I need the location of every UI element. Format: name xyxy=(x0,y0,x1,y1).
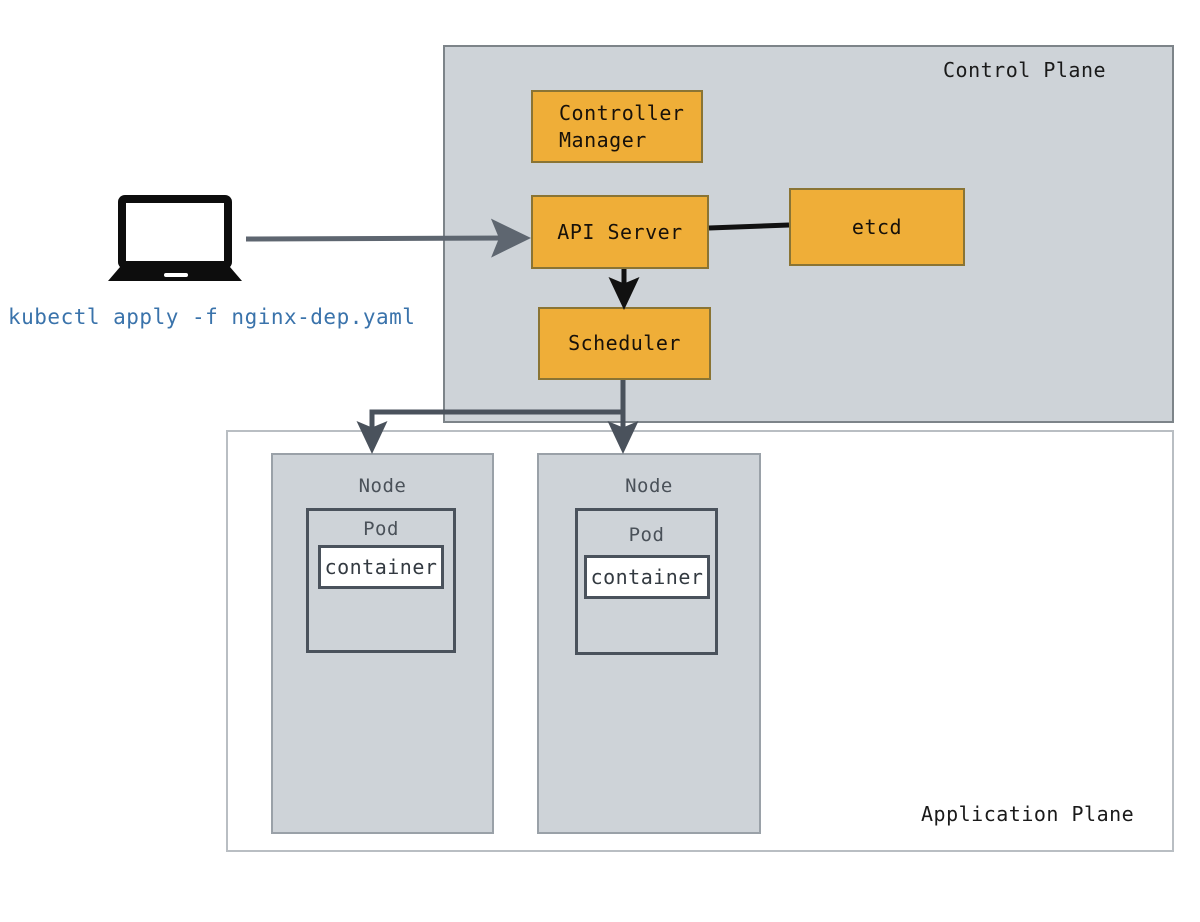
node-label-2: Node xyxy=(625,475,673,497)
pod-label-1: Pod xyxy=(363,518,399,540)
container-box-1[interactable]: container xyxy=(318,545,444,589)
container-box-2[interactable]: container xyxy=(584,555,710,599)
control-plane-label: Control Plane xyxy=(943,58,1107,82)
pod-label-2: Pod xyxy=(628,524,665,546)
kubectl-command-text: kubectl apply -f nginx-dep.yaml xyxy=(8,305,416,329)
controller-manager-box[interactable]: Controller Manager xyxy=(531,90,703,163)
api-server-box[interactable]: API Server xyxy=(531,195,709,269)
scheduler-box[interactable]: Scheduler xyxy=(538,307,711,380)
etcd-box[interactable]: etcd xyxy=(789,188,965,266)
laptop-icon xyxy=(108,195,242,281)
application-plane-label: Application Plane xyxy=(921,802,1135,826)
node-label-1: Node xyxy=(358,475,407,497)
